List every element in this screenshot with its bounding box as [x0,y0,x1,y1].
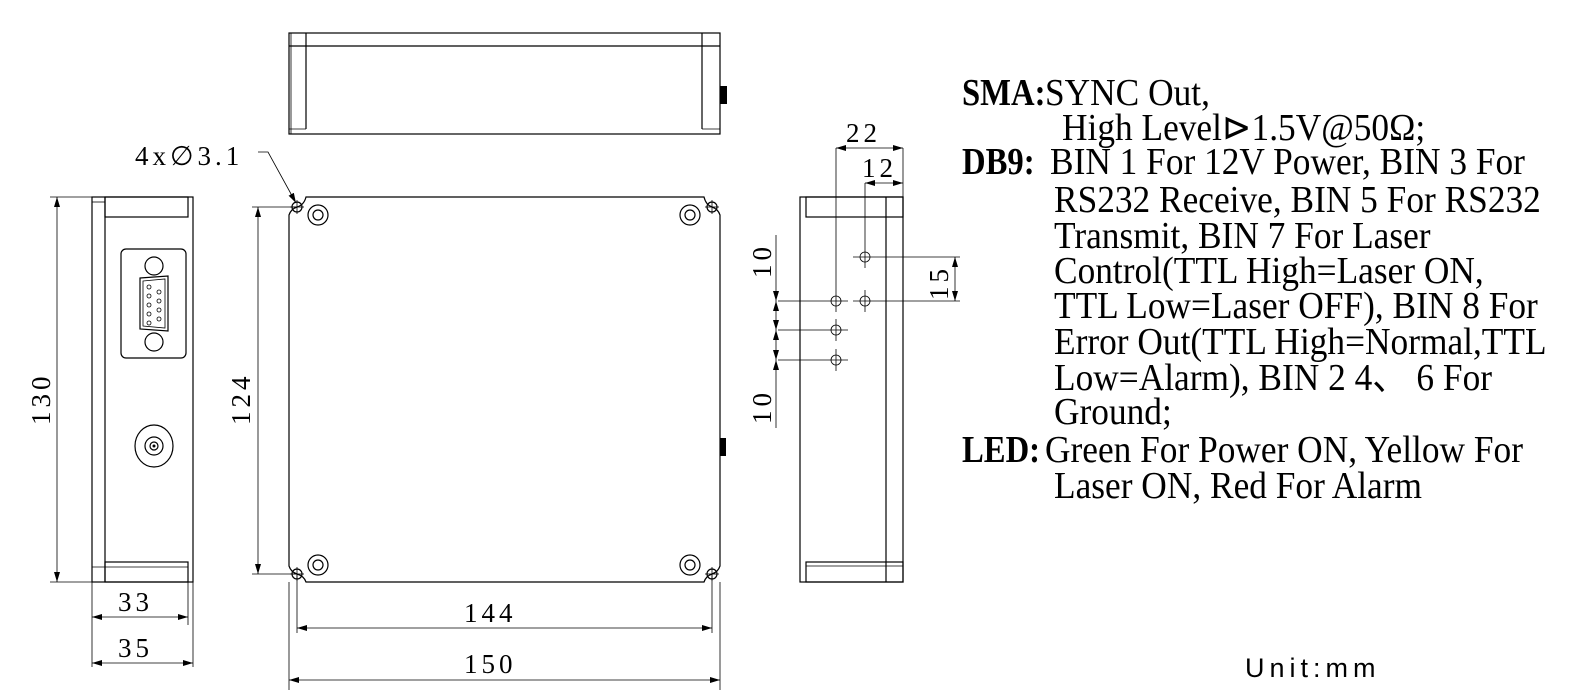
side-view [778,183,960,583]
dimension-22: 22 [835,118,904,290]
dimension-144: 144 [296,574,713,633]
svg-text:10: 10 [747,389,777,424]
svg-text:RS232 Receive, BIN 5 For RS232: RS232 Receive, BIN 5 For RS232 [1054,178,1541,220]
svg-text:High Level⊳1.5V@50Ω;: High Level⊳1.5V@50Ω; [1062,106,1425,148]
svg-text:10: 10 [747,243,777,278]
hole-callout: 4x∅3.1 [135,141,297,204]
dimension-12: 12 [862,153,903,186]
svg-text:Ground;: Ground; [1054,390,1172,432]
pin-hole-icon [778,183,960,371]
svg-text:Low=Alarm), BIN 2 4、 6 For: Low=Alarm), BIN 2 4、 6 For [1054,356,1492,398]
screw-icon [307,204,701,576]
led-label: LED: [962,428,1040,471]
dimension-10: 10 10 [747,235,779,428]
svg-text:33: 33 [118,587,153,617]
dimension-130: 130 [26,196,92,583]
svg-text:124: 124 [226,373,256,426]
svg-text:TTL Low=Laser OFF), BIN 8 For: TTL Low=Laser OFF), BIN 8 For [1054,284,1538,326]
svg-text:15: 15 [924,265,954,300]
connector-nub [720,438,726,456]
dimension-33: 33 [92,582,189,625]
sma-connector-icon [134,424,174,468]
connector-notes: SMA: SYNC Out, High Level⊳1.5V@50Ω; DB9:… [962,71,1547,507]
unit-label: Unit:mm [1245,653,1381,683]
svg-text:150: 150 [464,649,517,679]
dimension-124: 124 [226,206,297,575]
svg-text:4x∅3.1: 4x∅3.1 [135,141,243,171]
sma-label: SMA: [962,71,1045,114]
top-elevation-view [288,32,727,135]
svg-text:Error Out(TTL High=Normal,TTL: Error Out(TTL High=Normal,TTL [1054,320,1547,362]
connector-nub [720,86,727,104]
dimension-15: 15 [924,257,958,301]
svg-text:BIN 1 For 12V Power, BIN 3 For: BIN 1 For 12V Power, BIN 3 For [1050,140,1525,182]
db9-connector-icon [120,248,187,359]
svg-text:130: 130 [26,373,56,426]
svg-text:SYNC Out,: SYNC Out, [1045,71,1210,113]
plan-view [288,196,726,583]
db9-label: DB9: [962,140,1035,183]
svg-text:Transmit, BIN 7 For Laser: Transmit, BIN 7 For Laser [1054,214,1431,256]
svg-text:Control(TTL High=Laser ON,: Control(TTL High=Laser ON, [1054,249,1484,291]
front-panel-view [91,196,194,583]
svg-text:Green For Power ON, Yellow For: Green For Power ON, Yellow For [1045,428,1523,470]
svg-text:35: 35 [118,633,153,663]
dimension-35: 35 [91,582,194,667]
svg-text:22: 22 [846,118,881,148]
svg-text:Laser ON, Red For Alarm: Laser ON, Red For Alarm [1054,464,1422,506]
mounting-hole-icon [290,200,719,581]
svg-text:12: 12 [862,153,897,183]
svg-text:144: 144 [464,598,517,628]
dimension-150: 150 [288,582,721,690]
